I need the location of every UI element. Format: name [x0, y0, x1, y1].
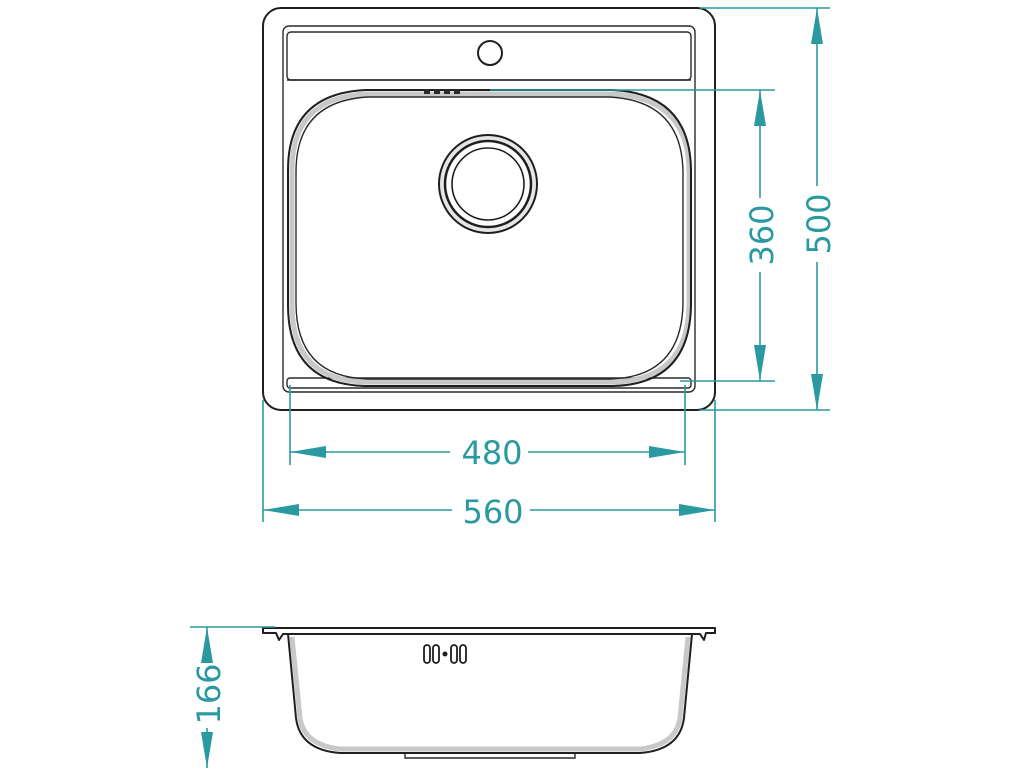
side-rim: [262, 627, 716, 641]
bottom-strip: [286, 377, 692, 389]
tap-hole-icon: [477, 40, 503, 66]
dimension-360: 360: [490, 89, 781, 382]
dimension-560: 560: [262, 400, 716, 531]
top-view: [262, 7, 716, 411]
outer-frame: [262, 7, 716, 411]
side-bowl-shadow: [289, 636, 691, 752]
dimension-166: 166: [190, 626, 275, 768]
side-overflow-icon: [423, 644, 467, 664]
dimension-166-label: 166: [190, 663, 228, 724]
bowl-inner-outline: [295, 96, 684, 380]
dimension-500: 500: [700, 7, 838, 411]
dimension-560-label: 560: [462, 493, 523, 531]
overflow-icon: [424, 89, 460, 94]
tap-deck: [286, 31, 692, 81]
drain-icon: [438, 134, 538, 234]
side-drain-lip: [404, 753, 576, 759]
bowl-shadow: [289, 91, 692, 385]
side-bowl-outline: [287, 633, 693, 754]
bowl-outline: [287, 89, 692, 387]
dimension-480-label: 480: [461, 434, 522, 472]
side-view: [262, 627, 716, 759]
inner-rim: [282, 25, 696, 393]
dimension-480: 480: [289, 385, 686, 472]
dimension-360-label: 360: [743, 204, 781, 265]
dimension-500-label: 500: [800, 193, 838, 254]
